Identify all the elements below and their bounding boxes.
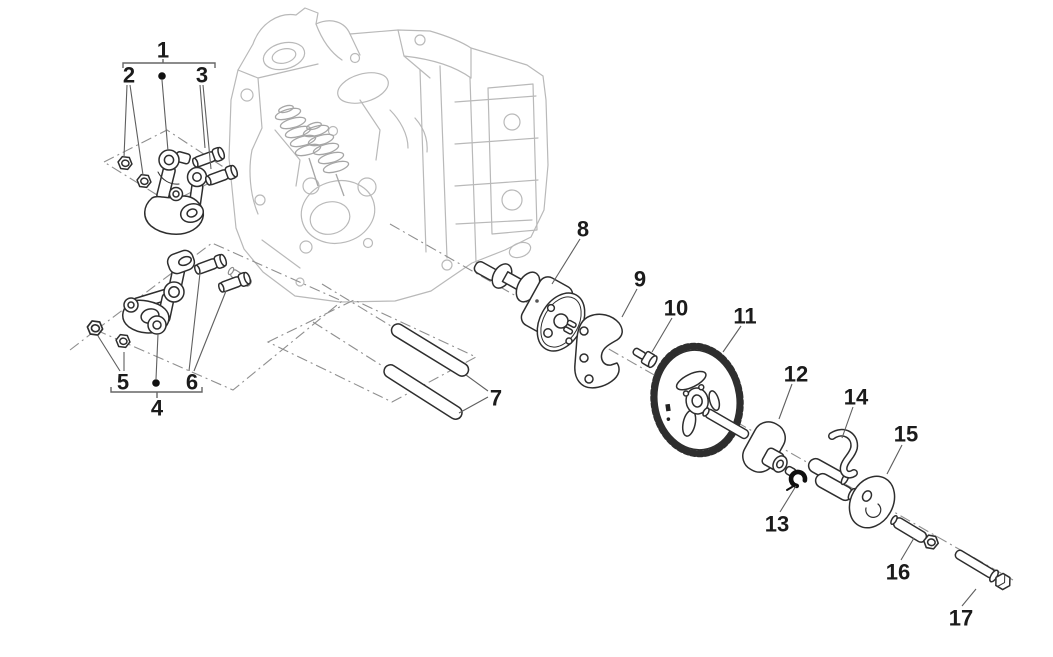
- leader-17: [961, 588, 977, 607]
- leader-14: [841, 406, 854, 439]
- assembly-dot-4: [152, 379, 160, 387]
- leader-4: [155, 333, 159, 380]
- leader-10: [651, 317, 673, 353]
- group-brackets: [110, 59, 216, 398]
- leader-9: [621, 288, 638, 318]
- part-8-camshaft: [473, 260, 586, 352]
- callout-9: 9: [634, 267, 646, 292]
- cylinder-head-background: [228, 7, 549, 303]
- leader-15: [886, 444, 903, 475]
- leader-3a: [199, 84, 206, 149]
- part-7-rocker-shaft-pins: [383, 323, 470, 420]
- part-9-retaining-plate: [574, 313, 623, 389]
- leader-12: [778, 383, 793, 420]
- leader-7a: [465, 374, 489, 392]
- callout-16: 16: [886, 560, 910, 585]
- callout-17: 17: [949, 606, 973, 631]
- leader-16: [900, 537, 915, 561]
- bracket-upper-group: [122, 62, 216, 68]
- leader-2a: [123, 84, 128, 158]
- callout-5: 5: [117, 370, 129, 395]
- pin-axis-2: [312, 321, 385, 368]
- part-17-flange-bolt: [954, 549, 1011, 591]
- leader-8: [551, 238, 581, 285]
- leader-11: [722, 325, 742, 353]
- callout-3: 3: [196, 63, 208, 88]
- callout-7: 7: [490, 386, 502, 411]
- part-14-latch-weight: [807, 428, 859, 502]
- part-11-camshaft-sprocket: [650, 342, 744, 458]
- part-1-rocker-arm-assembly-upper: [144, 149, 208, 235]
- callout-15: 15: [894, 422, 918, 447]
- part-2-flange-nuts-upper: [116, 155, 153, 189]
- callout-6: 6: [186, 370, 198, 395]
- leader-3b: [202, 84, 212, 170]
- mount-plane-lower: [94, 242, 344, 391]
- callout-4: 4: [151, 396, 164, 421]
- part-13-circlip: [786, 469, 808, 491]
- valve-springs: [274, 104, 350, 197]
- callout-10: 10: [664, 296, 688, 321]
- callout-8: 8: [577, 217, 589, 242]
- leader-lines: [97, 79, 977, 607]
- parts: [85, 145, 1011, 591]
- leader-2b: [129, 84, 144, 176]
- pin-axis-1: [321, 283, 392, 327]
- leader-6b: [193, 290, 227, 372]
- leader-6a: [188, 272, 201, 372]
- leader-5a: [97, 335, 121, 372]
- callout-1: 1: [157, 38, 169, 63]
- callout-12: 12: [784, 362, 808, 387]
- callout-13: 13: [765, 512, 789, 537]
- leader-13: [779, 485, 797, 513]
- part-6-pivot-studs-lower: [192, 252, 253, 296]
- part-15-drive-plate: [848, 475, 896, 529]
- callout-labels: 1 2 3 4 5 6 7 8 9 10 11 12 13 14 15 16 1…: [117, 38, 973, 631]
- callout-14: 14: [844, 385, 869, 410]
- leader-1: [161, 79, 169, 152]
- head-silhouette: [228, 7, 549, 303]
- part-4-rocker-arm-assembly-lower: [122, 249, 196, 335]
- callout-2: 2: [123, 63, 135, 88]
- assembly-dot-1: [158, 72, 166, 80]
- part-10-plate-bolt: [632, 347, 658, 369]
- leader-7b: [458, 396, 489, 414]
- part-16-spacer-sleeve: [890, 514, 941, 551]
- pin-plane: [266, 299, 478, 403]
- callout-11: 11: [733, 304, 756, 329]
- part-5-flange-nuts-lower: [85, 319, 132, 349]
- part-12-shaft-plate: [702, 407, 797, 478]
